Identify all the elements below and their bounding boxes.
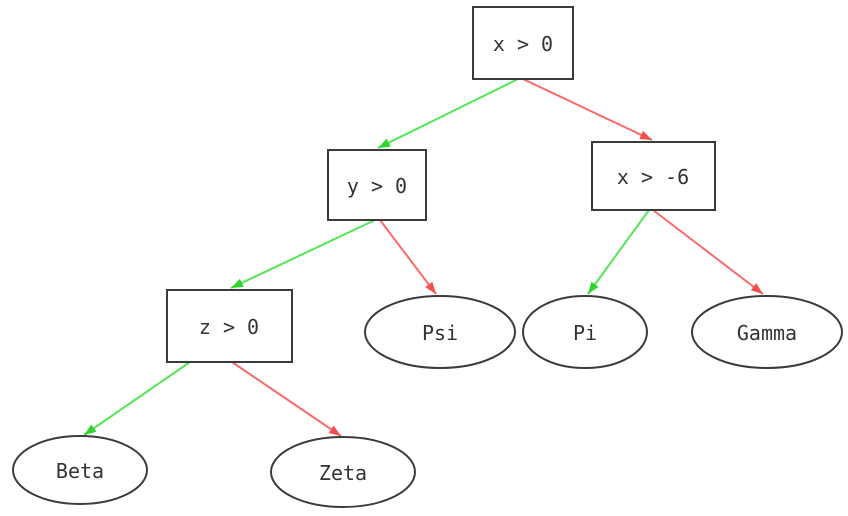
leaf-psi: Psi: [364, 295, 516, 369]
edge-y-to-psi-false: [379, 219, 437, 295]
node-x-gt-0: x > 0: [472, 6, 574, 80]
node-y-gt-0-label: y > 0: [347, 174, 407, 198]
leaf-zeta-ellipse: [270, 436, 416, 508]
edge-x6-to-pi-true: [587, 209, 650, 295]
leaf-gamma-ellipse: [691, 295, 843, 369]
node-x-gt-0-label: x > 0: [493, 32, 553, 56]
node-z-gt-0: z > 0: [166, 289, 293, 363]
leaf-gamma-label: Gamma: [737, 321, 797, 345]
node-x-gt-neg6-label: x > -6: [617, 165, 689, 189]
leaf-pi-ellipse: [522, 295, 648, 369]
node-x-gt-neg6-box: [591, 141, 716, 211]
leaf-beta-label: Beta: [56, 459, 104, 483]
node-x-gt-neg6: x > -6: [591, 141, 716, 211]
leaf-zeta: Zeta: [270, 436, 416, 508]
edge-root-to-x6-false: [522, 78, 653, 141]
leaf-psi-label: Psi: [422, 321, 458, 345]
leaf-zeta-label: Zeta: [319, 461, 367, 485]
edge-x6-to-gamma-false: [652, 209, 764, 295]
edge-z-to-zeta-false: [231, 361, 342, 437]
node-x-gt-0-box: [472, 6, 574, 80]
edge-y-to-z-true: [230, 219, 376, 289]
leaf-gamma: Gamma: [691, 295, 843, 369]
node-y-gt-0-box: [327, 149, 427, 221]
leaf-pi: Pi: [522, 295, 648, 369]
edge-z-to-beta-true: [83, 361, 191, 436]
leaf-beta-ellipse: [12, 435, 148, 505]
edge-root-to-y-true: [377, 78, 519, 149]
edges-layer: [83, 78, 764, 437]
leaf-pi-label: Pi: [573, 321, 597, 345]
node-y-gt-0: y > 0: [327, 149, 427, 221]
leaf-psi-ellipse: [364, 295, 516, 369]
leaf-beta: Beta: [12, 435, 148, 505]
node-z-gt-0-box: [166, 289, 293, 363]
node-z-gt-0-label: z > 0: [199, 315, 259, 339]
